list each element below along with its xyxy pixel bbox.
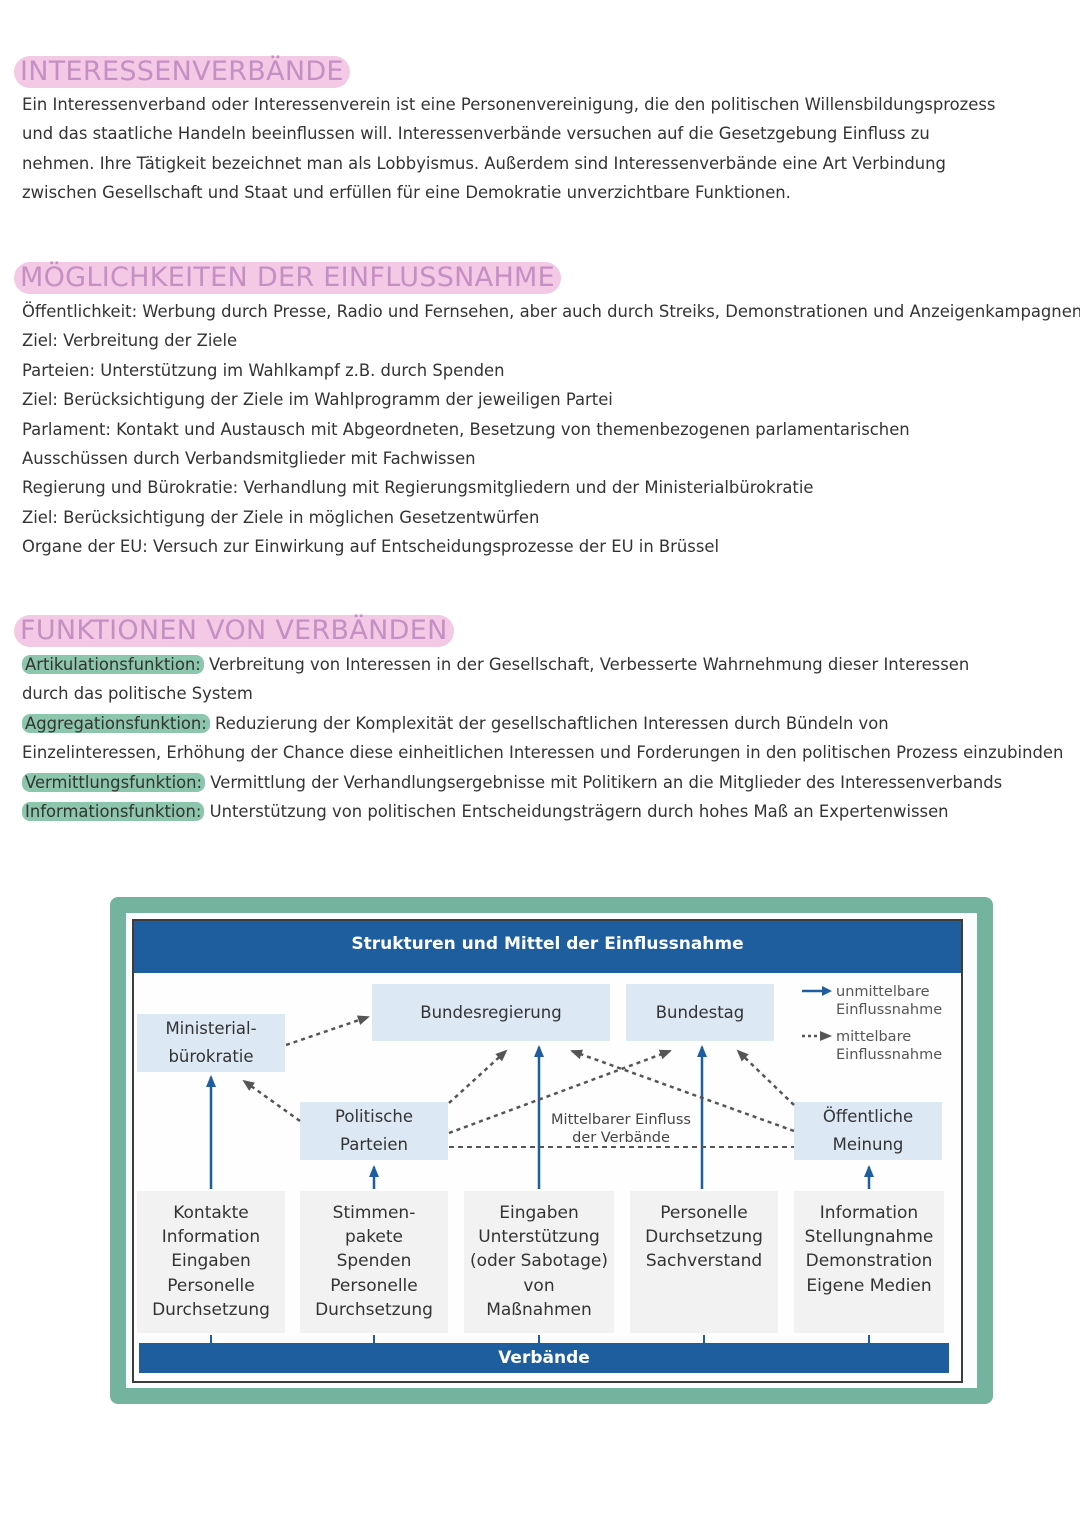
means-item: pakete: [344, 1227, 404, 1248]
means-column-5: Information Stellungnahme Demonstration …: [794, 1191, 944, 1333]
text-line: Parlament: Kontakt und Austausch mit Abg…: [22, 419, 910, 439]
means-item: von: [523, 1275, 555, 1296]
means-item: Stimmen-: [332, 1203, 416, 1223]
section-text-definition: Ein Interessenverband oder Interessenver…: [22, 90, 995, 208]
means-item: Unterstützung: [478, 1227, 600, 1248]
node-oeffentliche-meinung: Öffentliche Meinung: [794, 1102, 942, 1160]
means-item: (oder Sabotage): [469, 1251, 609, 1272]
arrow-indirect: [242, 1079, 301, 1123]
node-ministerialbuerokratie: Ministerial- bürokratie: [137, 1014, 285, 1072]
diagram-arrows: [206, 986, 874, 1343]
function-desc: Unterstützung von politischen Entscheidu…: [204, 802, 949, 822]
text-line: Ausschüssen durch Verbandsmitglieder mit…: [22, 449, 476, 469]
function-desc: Verbreitung von Interessen in der Gesell…: [203, 655, 970, 674]
function-term: Aggregationsfunktion:: [22, 713, 210, 733]
legend-label: Einflussnahme: [836, 1047, 943, 1063]
arrow-indirect: [448, 1049, 672, 1135]
means-item: Stellungnahme: [804, 1227, 934, 1248]
section-heading-funktionen: FUNKTIONEN VON VERBÄNDEN: [14, 615, 454, 647]
means-item: Demonstration: [805, 1251, 933, 1272]
function-term: Artikulationsfunktion:: [22, 655, 204, 674]
function-desc: Reduzierung der Komplexität der gesellsc…: [209, 713, 889, 733]
diagram: Strukturen und Mittel der Einflussnahme …: [126, 913, 977, 1388]
middle-label-line: der Verbände: [572, 1130, 670, 1146]
means-item: Personelle: [167, 1275, 255, 1296]
means-item: Personelle: [660, 1203, 748, 1223]
text-line: und das staatliche Handeln beeinflussen …: [22, 124, 930, 144]
means-item: Kontakte: [173, 1203, 249, 1223]
legend-label: unmittelbare: [836, 984, 930, 1000]
means-item: Eingaben: [171, 1251, 251, 1272]
function-desc: Vermittlung der Verhandlungsergebnisse m…: [205, 772, 1003, 792]
arrow-indirect: [736, 1049, 795, 1106]
means-item: Sachverstand: [645, 1251, 763, 1272]
means-item: Maßnahmen: [486, 1299, 592, 1320]
node-label: bürokratie: [168, 1047, 254, 1066]
middle-label-line: Mittelbarer Einfluss: [551, 1112, 691, 1128]
means-item: Durchsetzung: [152, 1299, 270, 1320]
means-item: Information: [161, 1227, 261, 1248]
node-politische-parteien: Politische Parteien: [300, 1102, 448, 1160]
verbaende-bar: Verbände: [139, 1343, 949, 1373]
node-label: Bundestag: [655, 1002, 745, 1022]
text-line: zwischen Gesellschaft und Staat und erfü…: [22, 183, 791, 203]
text-line: Organe der EU: Versuch zur Einwirkung au…: [22, 537, 720, 557]
diagram-inner: Strukturen und Mittel der Einflussnahme …: [132, 919, 963, 1383]
node-label: Bundesregierung: [420, 1002, 562, 1022]
text-line: nehmen. Ihre Tätigkeit bezeichnet man al…: [22, 153, 946, 173]
middle-label: Mittelbarer Einfluss der Verbände: [546, 1111, 696, 1147]
means-item: Durchsetzung: [645, 1227, 763, 1248]
means-item: Eingaben: [499, 1203, 579, 1223]
text-line: Öffentlichkeit: Werbung durch Presse, Ra…: [22, 302, 1080, 321]
legend-indirect: mittelbare Einflussnahme: [836, 1028, 942, 1064]
node-label: Meinung: [832, 1135, 904, 1154]
means-item: Personelle: [330, 1275, 418, 1296]
function-item: Artikulationsfunktion: Verbreitung von I…: [22, 650, 1063, 679]
node-bundesregierung: Bundesregierung: [372, 984, 610, 1041]
text-line: Ziel: Berücksichtigung der Ziele im Wahl…: [22, 390, 613, 410]
function-item: Informationsfunktion: Unterstützung von …: [22, 797, 1063, 826]
means-item: Eigene Medien: [806, 1275, 932, 1296]
means-item: Spenden: [336, 1251, 412, 1272]
arrow-indirect: [448, 1049, 508, 1104]
text-line: Ziel: Verbreitung der Ziele: [22, 331, 238, 351]
text-line: Regierung und Bürokratie: Verhandlung mi…: [22, 478, 814, 498]
legend-direct: unmittelbare Einflussnahme: [836, 983, 942, 1019]
node-label: Öffentliche: [822, 1107, 914, 1126]
function-item: Aggregationsfunktion: Reduzierung der Ko…: [22, 709, 1063, 738]
function-term: Vermittlungsfunktion:: [22, 772, 206, 792]
node-label: Parteien: [340, 1135, 408, 1154]
means-item: Durchsetzung: [315, 1299, 433, 1320]
means-column-3: Eingaben Unterstützung (oder Sabotage) v…: [464, 1191, 614, 1333]
section-text-einflussnahme: Öffentlichkeit: Werbung durch Presse, Ra…: [22, 297, 1080, 562]
node-label: Ministerial-: [165, 1019, 257, 1038]
text-line: Ziel: Berücksichtigung der Ziele in mögl…: [22, 507, 540, 527]
node-bundestag: Bundestag: [626, 984, 774, 1041]
legend-label: mittelbare: [836, 1029, 912, 1045]
text-line: Parteien: Unterstützung im Wahlkampf z.B…: [22, 360, 505, 380]
function-item-cont: durch das politische System: [22, 684, 253, 704]
function-term: Informationsfunktion:: [22, 802, 205, 822]
section-text-funktionen: Artikulationsfunktion: Verbreitung von I…: [22, 650, 1063, 826]
means-item: Information: [819, 1203, 919, 1223]
arrow-indirect: [570, 1049, 795, 1133]
diagram-title: Strukturen und Mittel der Einflussnahme: [134, 921, 961, 973]
function-item-cont: Einzelinteressen, Erhöhung der Chance di…: [22, 743, 1064, 763]
means-column-2: Stimmen- pakete Spenden Personelle Durch…: [300, 1191, 448, 1333]
section-heading-interessenverbaende: INTERESSENVERBÄNDE: [14, 56, 350, 88]
section-heading-einflussnahme: MÖGLICHKEITEN DER EINFLUSSNAHME: [14, 262, 561, 294]
legend-label: Einflussnahme: [836, 1002, 943, 1018]
node-label: Politische: [335, 1107, 413, 1126]
means-column-1: Kontakte Information Eingaben Personelle…: [137, 1191, 285, 1333]
arrow-indirect: [285, 1015, 370, 1047]
text-line: Ein Interessenverband oder Interessenver…: [22, 95, 996, 114]
function-item: Vermittlungsfunktion: Vermittlung der Ve…: [22, 768, 1063, 797]
means-column-4: Personelle Durchsetzung Sachverstand: [630, 1191, 778, 1333]
